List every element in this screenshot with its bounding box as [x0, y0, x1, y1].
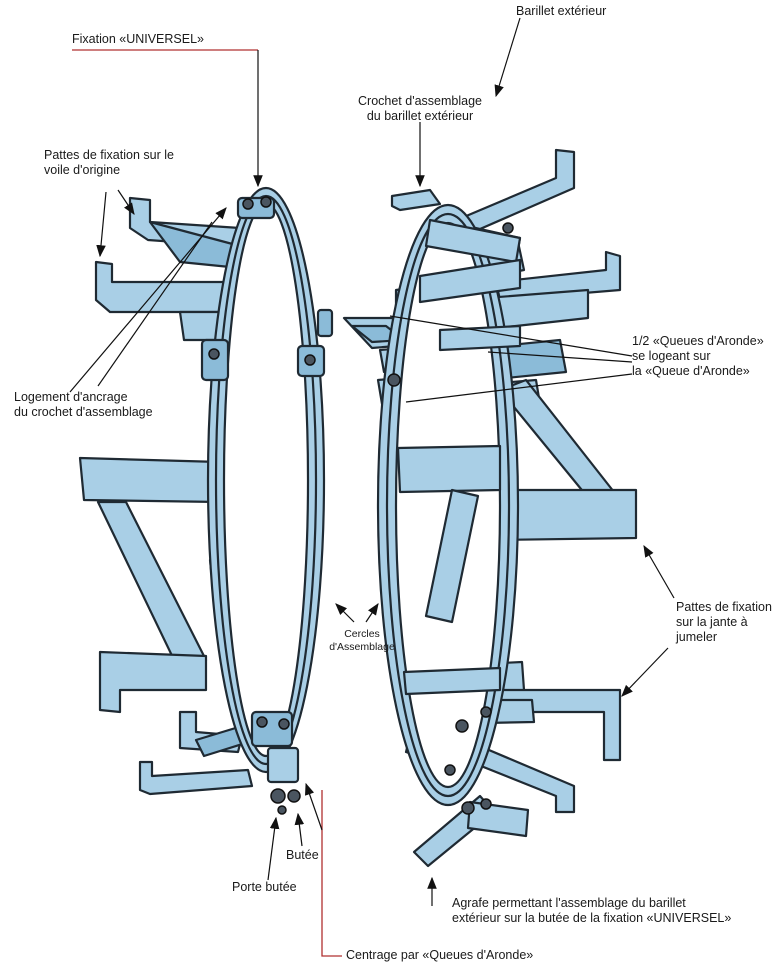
label-crochet-line2: du barillet extérieur: [366, 109, 474, 123]
label-centrage: Centrage par «Queues d'Aronde»: [346, 948, 534, 962]
label-pattes-jante-line3: jumeler: [676, 630, 717, 644]
label-cercles-line2: d'Assemblage: [329, 641, 395, 653]
label-cercles: Cercles d'Assemblage: [326, 628, 398, 654]
label-queues-aronde: 1/2 «Queues d'Aronde» se logeant sur la …: [632, 334, 764, 379]
label-porte-butee: Porte butée: [232, 880, 297, 894]
label-cercles-line1: Cercles: [344, 628, 380, 640]
label-butee: Butée: [286, 848, 319, 862]
label-fixation-universel: Fixation «UNIVERSEL»: [72, 32, 205, 46]
label-crochet-line1: Crochet d'assemblage: [358, 94, 482, 108]
leader-lines: [69, 17, 675, 957]
label-logement-line1: Logement d'ancrage: [14, 390, 128, 404]
label-pattes-jante-line2: sur la jante à: [676, 615, 748, 629]
label-queues-line2: se logeant sur: [632, 349, 711, 363]
label-logement: Logement d'ancrage du crochet d'assembla…: [14, 390, 153, 420]
label-pattes-voile-line2: voile d'origine: [44, 163, 121, 177]
label-agrafe: Agrafe permettant l'assemblage du barill…: [452, 896, 731, 926]
right-assembly: [342, 148, 638, 868]
label-agrafe-line2: extérieur sur la butée de la fixation «U…: [452, 911, 732, 925]
label-crochet: Crochet d'assemblage du barillet extérie…: [358, 94, 482, 124]
label-agrafe-line1: Agrafe permettant l'assemblage du barill…: [452, 896, 686, 910]
label-pattes-voile-line1: Pattes de fixation sur le: [44, 148, 174, 162]
label-queues-line3: la «Queue d'Aronde»: [632, 364, 750, 378]
label-logement-line2: du crochet d'assemblage: [14, 405, 153, 419]
left-assembly: [78, 186, 334, 815]
label-pattes-voile: Pattes de fixation sur le voile d'origin…: [44, 148, 174, 178]
label-barillet-exterieur: Barillet extérieur: [516, 4, 607, 18]
label-pattes-jante-line1: Pattes de fixation: [676, 600, 772, 614]
label-pattes-jante: Pattes de fixation sur la jante à jumele…: [676, 600, 772, 645]
label-queues-line1: 1/2 «Queues d'Aronde»: [632, 334, 764, 348]
